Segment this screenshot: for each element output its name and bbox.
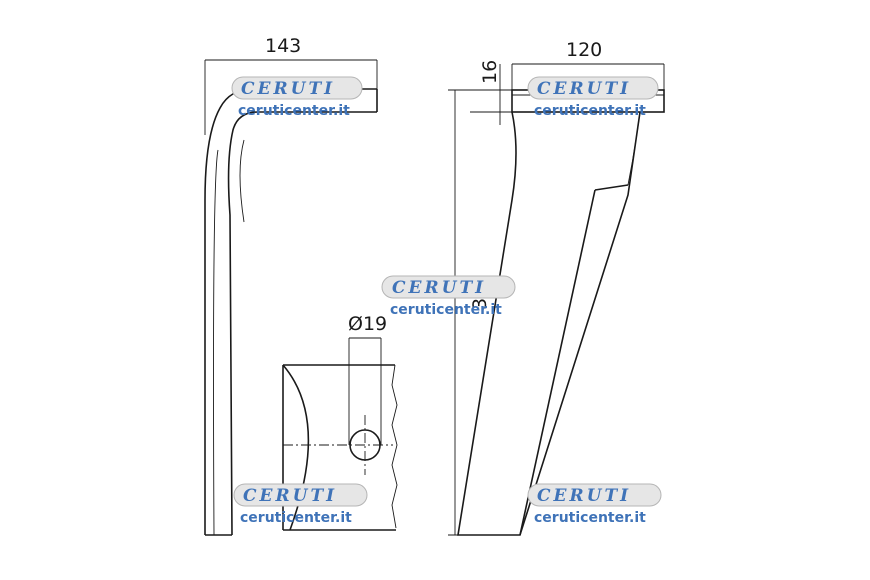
watermark-brand: CERUTI: [241, 79, 335, 99]
watermark-site: ceruticenter.it: [240, 510, 352, 526]
dim-label-16: 16: [479, 60, 501, 84]
watermark-bottom-left: CERUTI ceruticenter.it: [233, 483, 368, 526]
watermark-brand: CERUTI: [392, 278, 486, 298]
dim-label-143: 143: [265, 35, 301, 57]
side-view-profile: [204, 88, 378, 536]
watermark-top-right: CERUTI ceruticenter.it: [527, 76, 659, 119]
watermark-site: ceruticenter.it: [390, 302, 502, 318]
watermark-bottom-right: CERUTI ceruticenter.it: [527, 483, 662, 526]
dimension-143: 143: [204, 35, 378, 135]
watermark-site: ceruticenter.it: [238, 103, 350, 119]
dim-label-120: 120: [566, 39, 602, 61]
dim-label-hole: Ø19: [348, 313, 387, 335]
dimension-16: 16: [470, 60, 512, 125]
dimension-120: 120: [511, 39, 665, 90]
watermark-brand: CERUTI: [537, 79, 631, 99]
watermark-brand: CERUTI: [537, 486, 631, 506]
watermark-site: ceruticenter.it: [534, 103, 646, 119]
watermark-site: ceruticenter.it: [534, 510, 646, 526]
watermark-center: CERUTI ceruticenter.it: [381, 275, 516, 318]
watermark-top-left: CERUTI ceruticenter.it: [231, 76, 363, 119]
watermark-brand: CERUTI: [243, 486, 337, 506]
